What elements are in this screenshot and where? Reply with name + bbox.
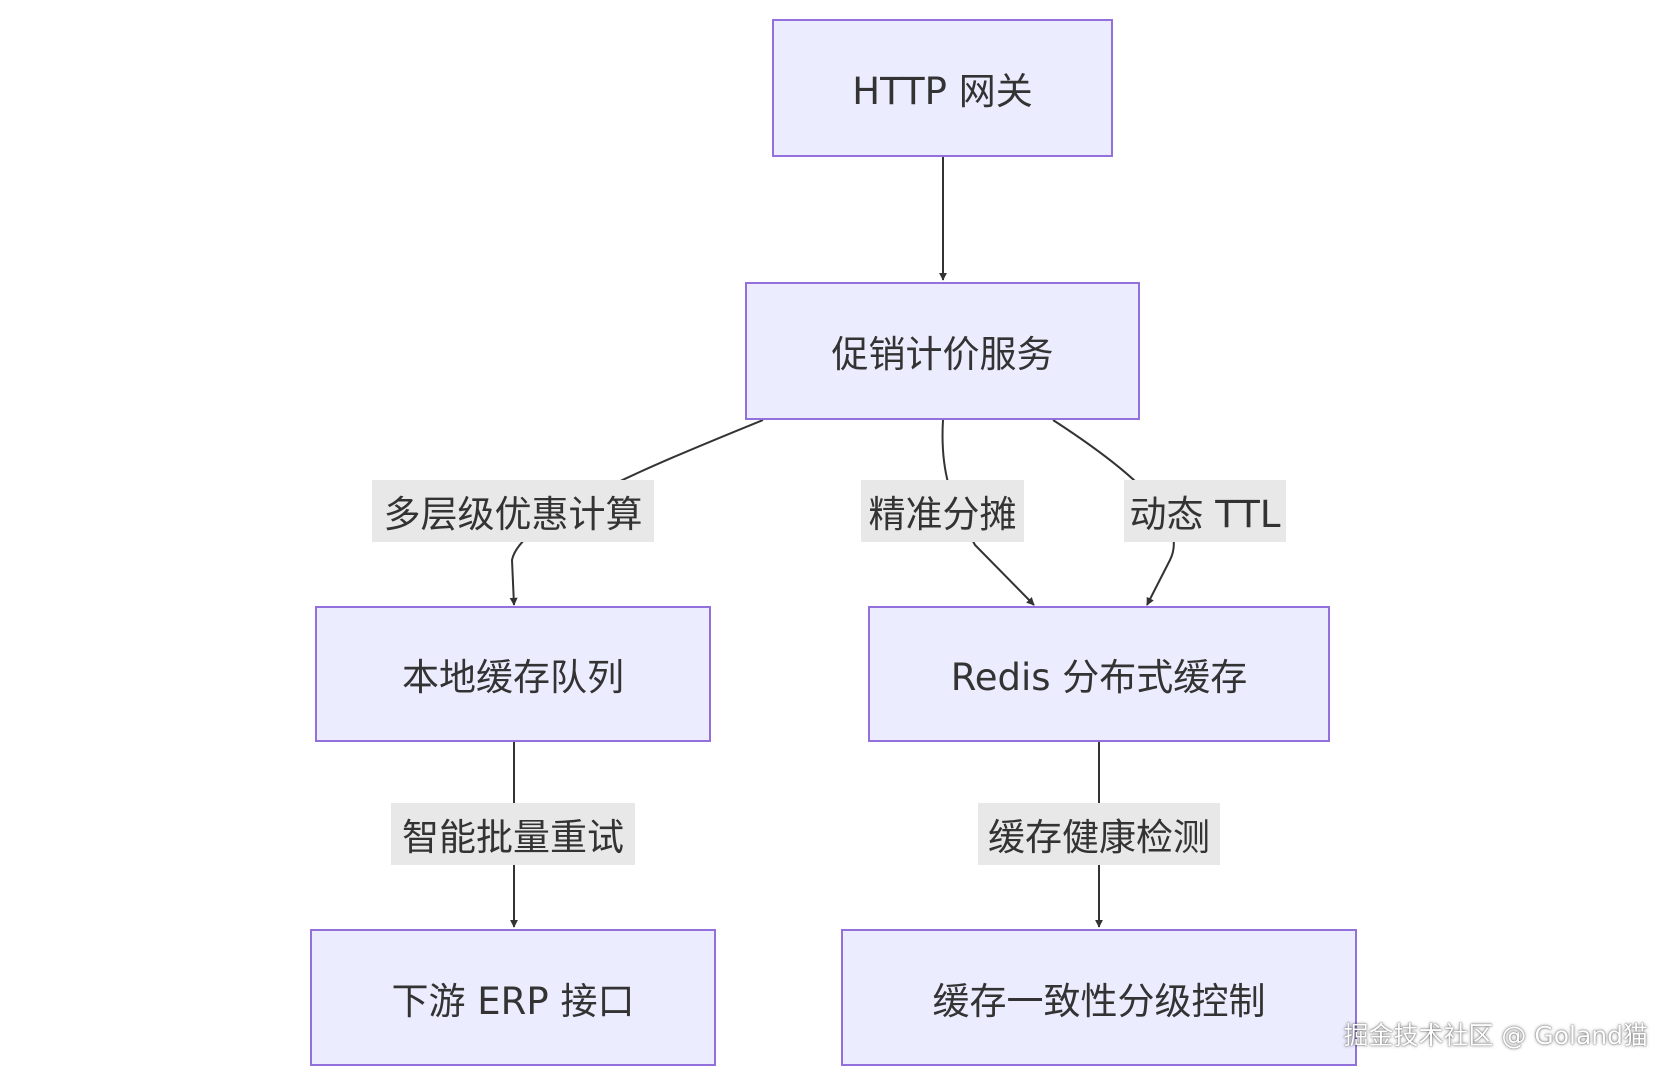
node-cache-consistency-control: 缓存一致性分级控制 <box>841 929 1357 1066</box>
node-promotion-pricing-service: 促销计价服务 <box>745 282 1140 420</box>
watermark: 掘金技术社区 @ Goland猫 <box>1343 1021 1648 1050</box>
node-downstream-erp-interface: 下游 ERP 接口 <box>310 929 716 1066</box>
node-local-cache-queue: 本地缓存队列 <box>315 606 711 742</box>
label-cache-health-check: 缓存健康检测 <box>978 803 1220 865</box>
label-precise-allocation: 精准分摊 <box>861 480 1024 542</box>
label-multi-level-discount: 多层级优惠计算 <box>372 480 654 542</box>
label-smart-batch-retry: 智能批量重试 <box>391 803 635 865</box>
label-dynamic-ttl: 动态 TTL <box>1124 480 1286 542</box>
node-redis-distributed-cache: Redis 分布式缓存 <box>868 606 1330 742</box>
node-http-gateway: HTTP 网关 <box>772 19 1113 157</box>
